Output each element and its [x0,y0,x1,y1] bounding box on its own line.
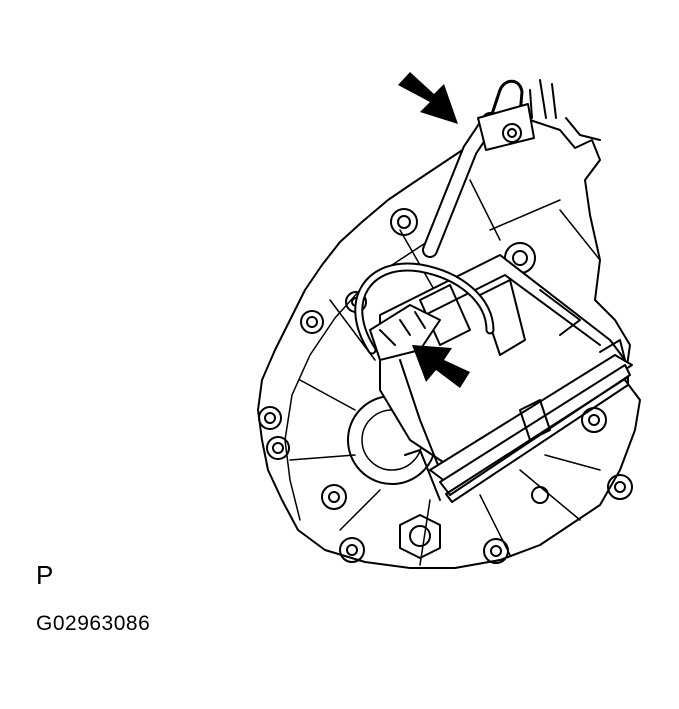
lower-arrow-icon [412,345,470,388]
wire-clamp-bolt [477,79,601,151]
upper-arrow-icon [398,72,458,124]
drain-plug-center [409,525,431,547]
drain-plug [399,514,441,559]
view-label: P [36,560,54,590]
housing-ribs [289,179,601,566]
housing-outline [257,119,641,569]
figure-id: G02963086 [36,612,151,635]
mounting-plate [404,339,633,503]
